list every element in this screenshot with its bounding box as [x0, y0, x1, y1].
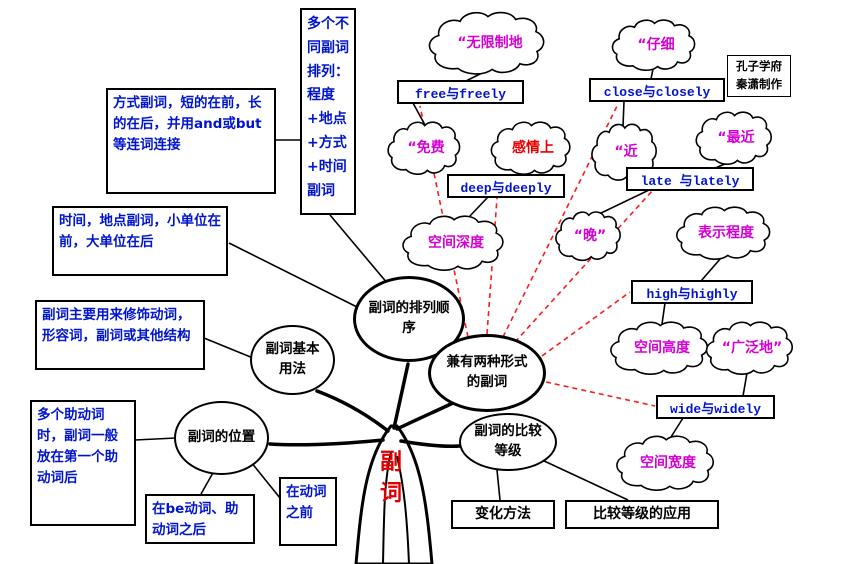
- cloud-emotional: 感情上: [512, 139, 554, 156]
- root-topic-label: 副词: [379, 450, 402, 506]
- tree-trunk: [268, 362, 462, 564]
- cloud-spatial-depth: 空间深度: [428, 234, 484, 251]
- cloud-unlimited: “无限制地: [457, 34, 523, 51]
- note-after-be-verb: 在be动词、助动词之后: [145, 494, 255, 544]
- node-basic-usage: 副词基本用法: [250, 325, 335, 395]
- note-change-method: 变化方法: [451, 500, 555, 529]
- note-manner-adverb-order: 方式副词，短的在前，长的在后，并用and或but等连词连接: [106, 88, 276, 194]
- node-dual-form-adverbs: 兼有两种形式的副词: [428, 334, 546, 412]
- cloud-near: “近: [614, 143, 638, 160]
- cloud-free-of-charge: “免费: [407, 139, 445, 156]
- note-time-place-order: 时间，地点副词，小单位在前，大单位在后: [52, 206, 228, 276]
- pair-free-freely: free与freely: [397, 80, 524, 104]
- pair-late-lately: late 与lately: [626, 167, 754, 191]
- cloud-careful: “仔细: [637, 36, 675, 53]
- cloud-broadly: “广泛地”: [721, 339, 783, 356]
- pair-high-highly: high与highly: [631, 280, 753, 304]
- note-before-verb: 在动词之前: [279, 477, 337, 546]
- watermark-line2: 秦潇制作: [736, 76, 782, 91]
- cloud-recent: “最近: [717, 129, 755, 146]
- pair-wide-widely: wide与widely: [656, 395, 775, 419]
- watermark-line1: 孔子学府: [736, 59, 782, 73]
- pair-close-closely: close与closely: [589, 78, 725, 102]
- cloud-degree: 表示程度: [698, 224, 754, 241]
- note-auxiliary-position: 多个助动词时，副词一般放在第一个助动词后: [30, 400, 136, 526]
- note-multi-adverb-order: 多个不同副词排列：程度+地点+方式+时间副词: [300, 8, 356, 215]
- note-comparison-usage: 比较等级的应用: [565, 500, 719, 529]
- cloud-late-time: “晚”: [573, 227, 607, 244]
- solid-connectors: [134, 68, 748, 501]
- note-modify-scope: 副词主要用来修饰动词，形容词，副词或其他结构: [35, 300, 205, 370]
- watermark-box: 孔子学府 秦潇制作: [727, 55, 791, 97]
- cloud-spatial-height: 空间高度: [634, 339, 690, 356]
- node-comparison-degrees: 副词的比较等级: [459, 413, 557, 471]
- cloud-spatial-width: 空间宽度: [640, 454, 696, 471]
- node-adverb-position: 副词的位置: [174, 401, 269, 475]
- pair-deep-deeply: deep与deeply: [447, 174, 565, 198]
